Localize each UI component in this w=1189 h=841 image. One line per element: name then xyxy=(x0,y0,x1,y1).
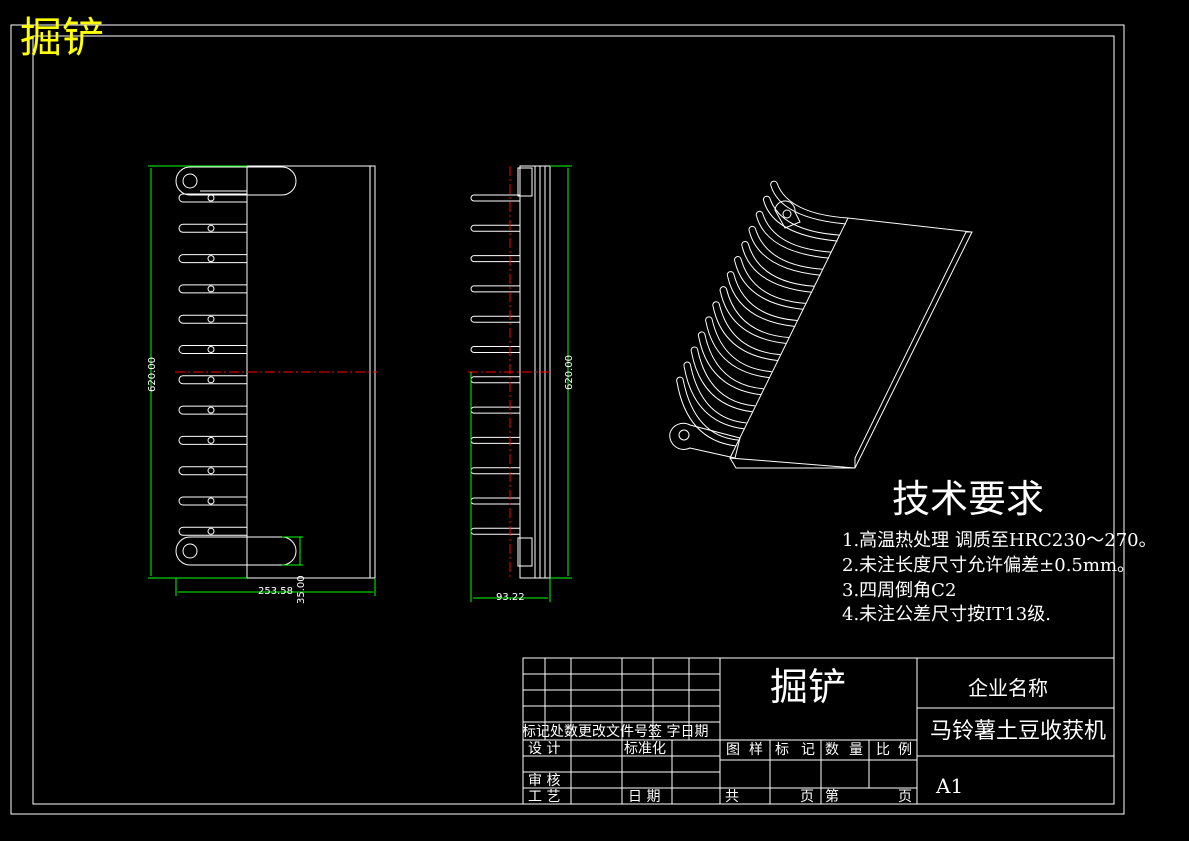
iso-tine xyxy=(763,200,838,242)
front-dimension-lines xyxy=(148,165,376,596)
iso-tine xyxy=(756,216,830,259)
dim-side-width: 93.22 xyxy=(496,592,525,603)
title-block-rev-header: 标记处数更改文件号签 字日期 xyxy=(522,724,709,740)
title-block-standardize: 标准化 xyxy=(624,741,666,757)
tech-requirement-4: 4.未注公差尺寸按IT13级. xyxy=(842,604,1051,625)
title-block-header-cell: 数 xyxy=(825,742,839,758)
title-block-design: 设 计 xyxy=(528,741,561,757)
iso-tine xyxy=(690,351,753,413)
title-block-part-name: 掘铲 xyxy=(770,665,847,709)
title-block-header-cell: 标 xyxy=(775,742,789,758)
title-block-company: 企业名称 xyxy=(968,676,1048,700)
iso-tine xyxy=(676,381,737,447)
title-block-process: 工 艺 xyxy=(528,789,561,805)
isometric-view xyxy=(669,180,973,469)
iso-tine xyxy=(727,276,796,327)
title-block-header-cell: 比 xyxy=(876,742,890,758)
side-centerlines xyxy=(468,166,552,578)
iso-tine xyxy=(705,321,770,379)
title-block-size: A1 xyxy=(936,774,964,798)
title-block-header-cell: 记 xyxy=(801,742,815,758)
title-block-sheet: 第 xyxy=(825,789,839,805)
iso-tine xyxy=(748,231,821,276)
tech-requirement-2: 2.未注长度尺寸允许偏差±0.5mm。 xyxy=(842,555,1136,576)
corner-title: 掘铲 xyxy=(20,13,105,62)
title-block-header-cell: 样 xyxy=(749,742,763,758)
tech-requirement-1: 1.高温热处理 调质至HRC230～270。 xyxy=(842,530,1157,551)
tech-requirements-title: 技术要求 xyxy=(892,477,1045,521)
side-dimension-lines xyxy=(470,165,572,602)
iso-tine xyxy=(734,261,804,310)
iso-tine xyxy=(712,306,779,362)
dim-front-width: 253.58 xyxy=(258,586,293,597)
iso-tine xyxy=(770,185,847,225)
title-block xyxy=(522,657,1115,805)
title-block-header-cell: 图 xyxy=(726,742,740,758)
title-block-total: 共 xyxy=(725,789,739,805)
title-block-page2: 页 xyxy=(898,789,912,805)
iso-tine xyxy=(741,246,813,293)
title-block-product: 马铃薯土豆收获机 xyxy=(930,719,1107,744)
dim-front-small: 35.00 xyxy=(296,575,307,604)
title-block-header-cell: 例 xyxy=(898,742,912,758)
title-block-header-cell: 量 xyxy=(849,742,863,758)
iso-tine xyxy=(683,366,745,430)
iso-tine xyxy=(719,291,787,345)
dim-front-height: 620.00 xyxy=(147,357,158,392)
side-tines xyxy=(470,194,520,535)
title-block-page: 页 xyxy=(800,789,814,805)
iso-tine xyxy=(698,336,762,396)
dim-side-height: 620.00 xyxy=(564,355,575,390)
front-tines xyxy=(178,193,247,536)
title-block-date: 日 期 xyxy=(628,789,661,805)
title-block-review: 审 核 xyxy=(528,773,561,789)
tech-requirement-3: 3.四周倒角C2 xyxy=(842,580,957,601)
iso-tines xyxy=(676,180,849,447)
